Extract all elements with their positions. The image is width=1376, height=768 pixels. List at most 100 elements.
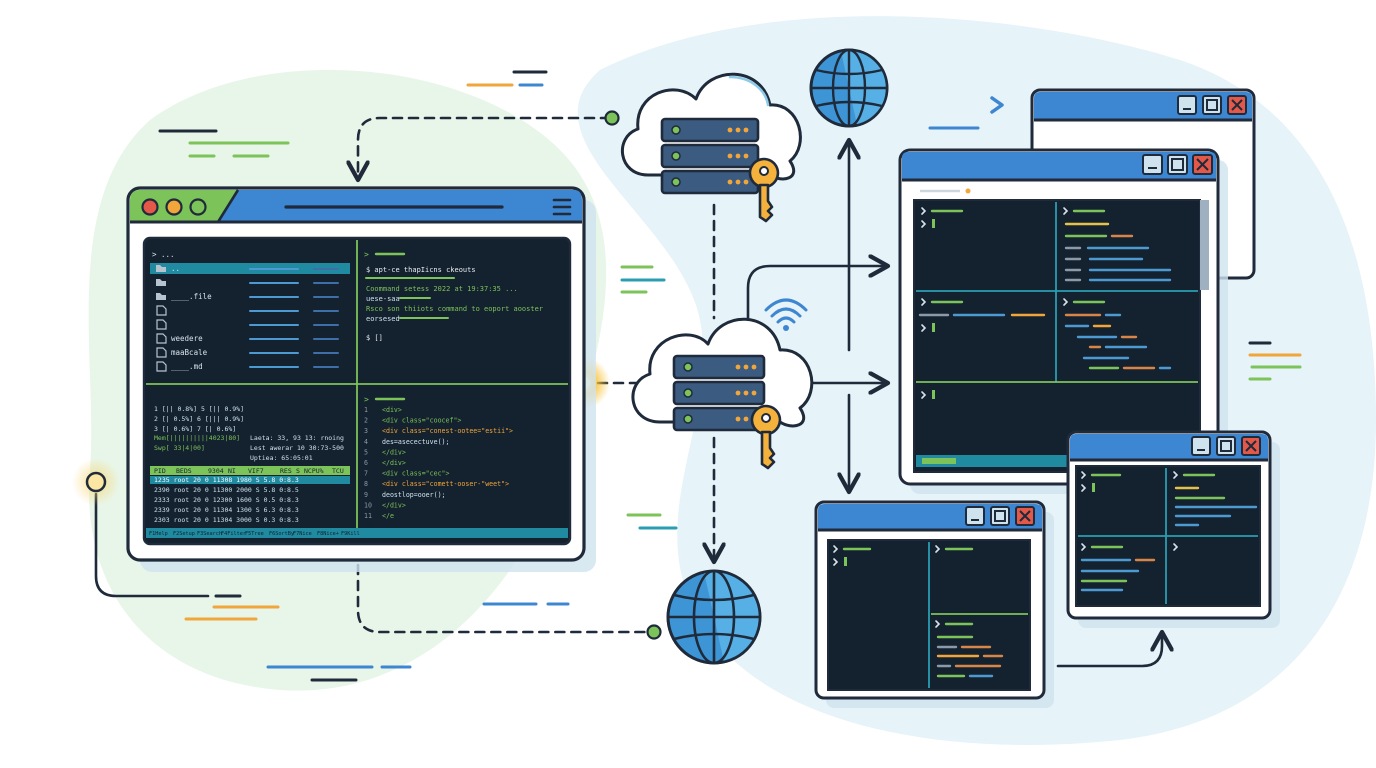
file-tree-item-name: ____.md [171,362,203,371]
file-icon [156,333,167,344]
editor-prompt: > [364,395,369,404]
shell-output-line: Coommand setess 2022 at 19:37:35 ... [366,285,518,293]
maximize-dot[interactable] [189,198,207,216]
file-tree-item[interactable] [156,305,339,316]
connector-node-left [85,471,107,493]
editor-line-number: 11 [364,512,372,520]
process-row: 2390 root 20 0 11300 2000 S 5.8 0:8.5 [154,486,299,494]
swap-meter: Swp[ 33|4|00] [154,444,205,452]
function-key[interactable]: F6SortBy [269,531,294,537]
process-column-header: S [296,467,300,475]
window-controls[interactable] [1191,436,1261,456]
close-dot[interactable] [141,198,159,216]
editor-line-number: 6 [364,459,368,467]
main-terminal-window: > ... ..____.fileweederemaaBcale____.md … [126,186,596,572]
shell-pane: > $ apt-ce thapIicns ckeouts Coommand se… [364,250,543,342]
function-key[interactable]: F2Setup [173,531,195,537]
file-icon [156,305,167,316]
shell-output-line: uese-saa [366,295,400,303]
editor-code-line: </div> [382,448,406,456]
editor-code-line: </div> [382,459,406,467]
editor-line-number: 1 [364,406,368,414]
monitor-stat-line: Laeta: 33, 93 13: rnoing [250,434,344,442]
bottom-terminal-window [814,500,1054,708]
file-tree-item[interactable]: weedere [156,333,339,344]
shell-prompt: > [364,250,369,259]
window-controls[interactable] [1177,95,1247,115]
chevron-right-icon [990,96,1004,114]
function-key[interactable]: F7Nice [293,531,312,537]
editor-code-line: <div class="cec"> [382,470,450,478]
cloud-server-middle [631,317,814,470]
file-tree-item-name: weedere [171,334,203,343]
cpu-meter-row: 3 [| 0.6%] 7 [| 0.6%] [154,425,236,433]
globe-icon [809,48,889,128]
file-icon [156,319,167,330]
function-key[interactable]: F3Search [197,531,222,537]
process-column-header: NCPU% [304,467,324,475]
cpu-meter-row: 2 [| 0.5%] 6 [||| 0.9%] [154,415,244,423]
editor-line-number: 8 [364,480,368,488]
editor-code-line: <div class="coocef"> [382,417,461,425]
file-icon [156,361,167,372]
process-column-header: TCU [332,467,344,475]
function-key[interactable]: F8Nice+ [317,531,339,537]
cloud-server-top [621,72,802,223]
wifi-dot [783,325,789,331]
window-controls[interactable] [1142,154,1213,175]
editor-code-line: </e [382,512,394,520]
file-tree-item-name: maaBcale [171,348,208,357]
key-icon [748,157,780,223]
shell-cursor[interactable]: $ [] [366,334,383,342]
process-row: 2333 root 20 0 12300 1600 S 0.5 0:8.3 [154,496,299,504]
process-column-header: 9304 [208,467,224,475]
shell-output-line: eorsesed [366,315,400,323]
editor-line-number: 2 [364,417,368,425]
editor-line-number: 9 [364,491,368,499]
file-tree-item-name: .. [171,264,180,273]
window-controls[interactable] [965,506,1035,526]
file-tree-item[interactable]: ____.md [156,361,339,372]
file-tree-item[interactable] [156,279,339,286]
folder-icon [156,265,166,272]
file-icon [156,347,167,358]
editor-code-line: <div class="comett-ooser-"weet"> [382,480,509,488]
globe-icon [666,569,762,665]
process-row: 2339 root 20 0 11304 1300 S 6.3 0:8.3 [154,506,299,514]
folder-icon [156,293,166,300]
minimize-dot[interactable] [165,198,183,216]
editor-line-number: 4 [364,438,368,446]
process-column-header: PID [154,467,166,475]
file-tree-item-name: ____.file [171,292,212,301]
function-key[interactable]: F9Kill [341,531,360,537]
cpu-meter-row: 1 [|| 0.8%] 5 [|| 0.9%] [154,405,244,413]
connector-node-top [604,110,620,126]
large-terminal-window [898,148,1228,494]
editor-line-number: 7 [364,470,368,478]
process-row: 2303 root 20 0 11304 3000 S 0.3 0:8.3 [154,516,299,524]
file-tree-item[interactable]: maaBcale [156,347,339,358]
editor-line-number: 5 [364,448,368,456]
key-icon [750,404,782,470]
process-row: 1235 root 20 0 11308 1980 S 5.8 0:8.3 [154,476,299,484]
connector-node-bottom [646,624,662,640]
memory-meter: Mem[||||||||||4023|80] [154,434,240,442]
editor-code-line: <div> [382,406,402,414]
process-column-header: BEDS [176,467,192,475]
file-tree-item[interactable]: ____.file [156,292,339,301]
shell-command: $ apt-ce thapIicns ckeouts [366,266,476,274]
file-tree-item[interactable] [156,319,339,330]
menu-icon[interactable] [552,198,572,216]
function-key[interactable]: F5Tree [245,531,264,537]
editor-code-line: </div> [382,501,406,509]
server-stack-icon [672,354,766,432]
file-tree-item[interactable]: .. [156,264,339,273]
function-key[interactable]: F4Filter [221,531,246,537]
shell-output-line: Rsco son thiiots command to eoport aoost… [366,305,543,313]
server-stack-icon [660,117,760,195]
function-key[interactable]: F1Help [149,531,168,537]
wifi-icon [764,298,808,324]
editor-line-number: 3 [364,427,368,435]
monitor-stat-line: Lest awerar 10 30:73-500 [250,444,344,452]
